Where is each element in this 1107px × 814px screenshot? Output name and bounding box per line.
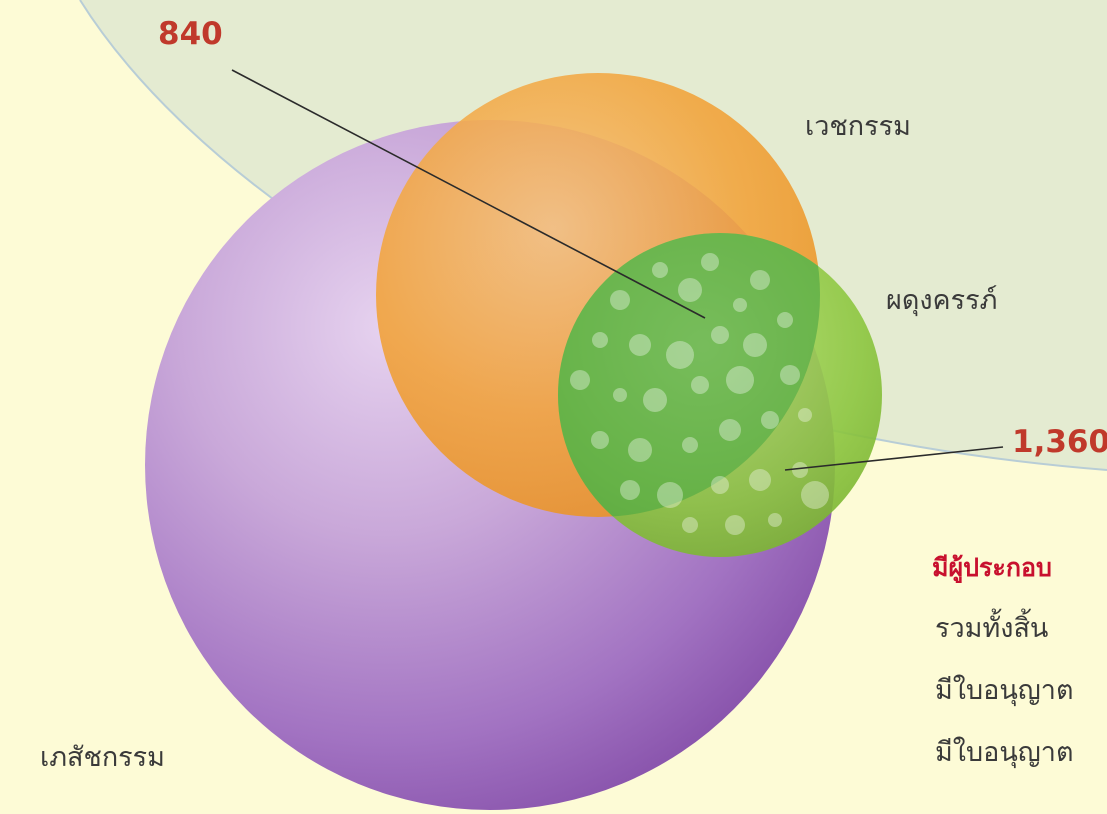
dot-texture bbox=[570, 253, 829, 535]
info-line-total: รวมทั้งสิ้น bbox=[935, 613, 1049, 644]
value-1360: 1,360 bbox=[1012, 424, 1107, 460]
overlap-region bbox=[558, 233, 820, 517]
label-pharmacy: เภสัชกรรม bbox=[40, 742, 165, 773]
label-midwifery: ผดุงครรภ์ bbox=[886, 285, 998, 316]
value-840: 840 bbox=[158, 16, 223, 52]
info-heading: มีผู้ประกอบ bbox=[932, 553, 1052, 582]
info-line-license-1: มีใบอนุญาต bbox=[935, 675, 1074, 706]
leader-line-1360 bbox=[784, 446, 1004, 471]
leader-line-840 bbox=[231, 69, 706, 319]
info-line-license-2: มีใบอนุญาต bbox=[935, 737, 1074, 768]
label-medicine: เวชกรรม bbox=[805, 111, 911, 142]
